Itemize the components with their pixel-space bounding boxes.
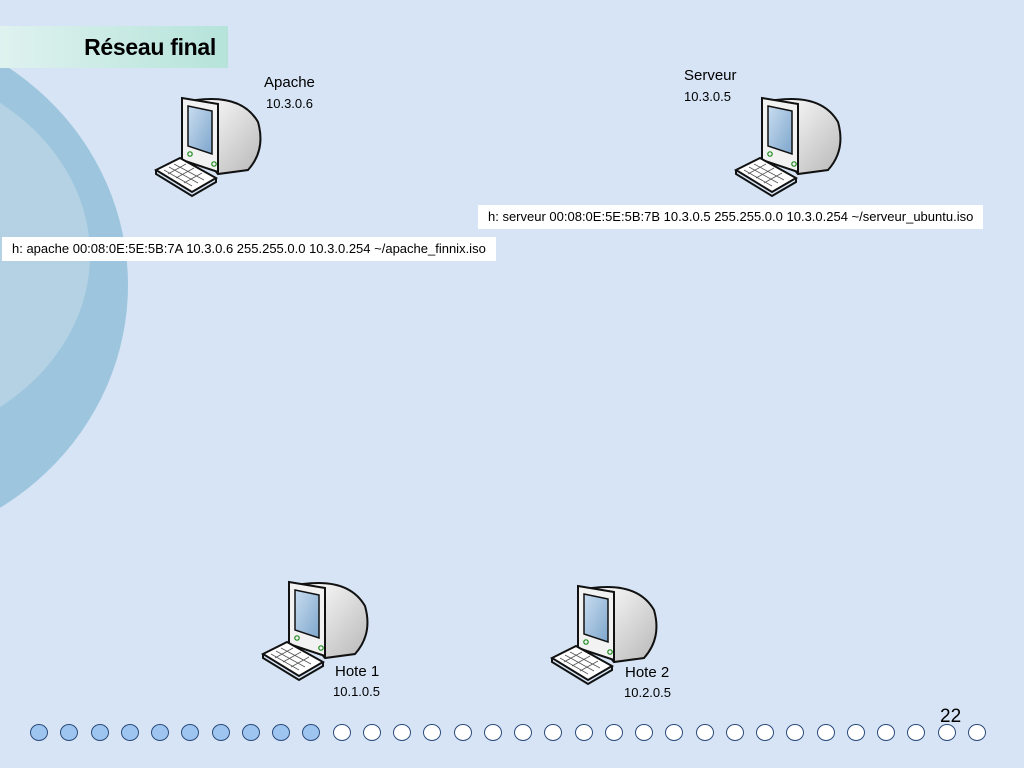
progress-dot-empty xyxy=(877,724,895,741)
progress-dot-filled xyxy=(151,724,169,741)
progress-dot-empty xyxy=(635,724,653,741)
progress-dot-empty xyxy=(544,724,563,741)
progress-dot-filled xyxy=(272,724,290,741)
computer-icon xyxy=(735,97,842,197)
apache-command-box: h: apache 00:08:0E:5E:5B:7A 10.3.0.6 255… xyxy=(2,237,496,261)
progress-dot-empty xyxy=(725,724,744,741)
progress-dot-filled xyxy=(181,724,200,741)
progress-dot-empty xyxy=(574,724,593,741)
progress-dot-empty xyxy=(816,724,835,741)
progress-dot-empty xyxy=(967,724,986,741)
hote1-ip: 10.1.0.5 xyxy=(333,684,380,699)
progress-dot-filled xyxy=(211,724,230,741)
progress-dot-filled xyxy=(120,724,139,741)
progress-dot-empty xyxy=(332,724,351,741)
progress-dot-empty xyxy=(665,724,684,741)
page-number: 22 xyxy=(940,706,962,727)
progress-dot-empty xyxy=(362,724,381,741)
progress-dot-empty xyxy=(907,724,926,741)
progress-dot-filled xyxy=(60,724,79,741)
progress-dot-empty xyxy=(483,724,502,741)
progress-dot-empty xyxy=(695,724,714,741)
hote1-label: Hote 1 xyxy=(335,663,380,680)
hote2-label: Hote 2 xyxy=(625,664,670,681)
title-box: Réseau final xyxy=(0,26,228,68)
serveur-computer-icon xyxy=(732,92,852,202)
progress-dot-empty xyxy=(604,724,623,741)
progress-dot-filled xyxy=(241,724,260,741)
progress-dot-empty xyxy=(846,724,865,741)
slide-title: Réseau final xyxy=(84,34,216,60)
progress-dot-empty xyxy=(756,724,774,741)
progress-dot-empty xyxy=(453,724,472,741)
apache-ip: 10.3.0.6 xyxy=(266,96,313,111)
serveur-command-box: h: serveur 00:08:0E:5E:5B:7B 10.3.0.5 25… xyxy=(478,205,984,229)
progress-dots xyxy=(30,724,1000,746)
progress-dot-filled xyxy=(30,724,48,741)
progress-dot-empty xyxy=(423,724,442,741)
apache-label: Apache xyxy=(264,74,315,91)
progress-dot-empty xyxy=(937,724,956,741)
computer-icon xyxy=(155,97,262,197)
serveur-ip: 10.3.0.5 xyxy=(684,89,731,104)
progress-dot-filled xyxy=(90,724,109,741)
apache-computer-icon xyxy=(152,92,272,202)
hote2-ip: 10.2.0.5 xyxy=(624,685,671,700)
progress-dot-empty xyxy=(786,724,805,741)
serveur-label: Serveur xyxy=(684,67,737,84)
progress-dot-empty xyxy=(514,724,532,741)
progress-dot-empty xyxy=(393,724,411,741)
progress-dot-filled xyxy=(302,724,321,741)
